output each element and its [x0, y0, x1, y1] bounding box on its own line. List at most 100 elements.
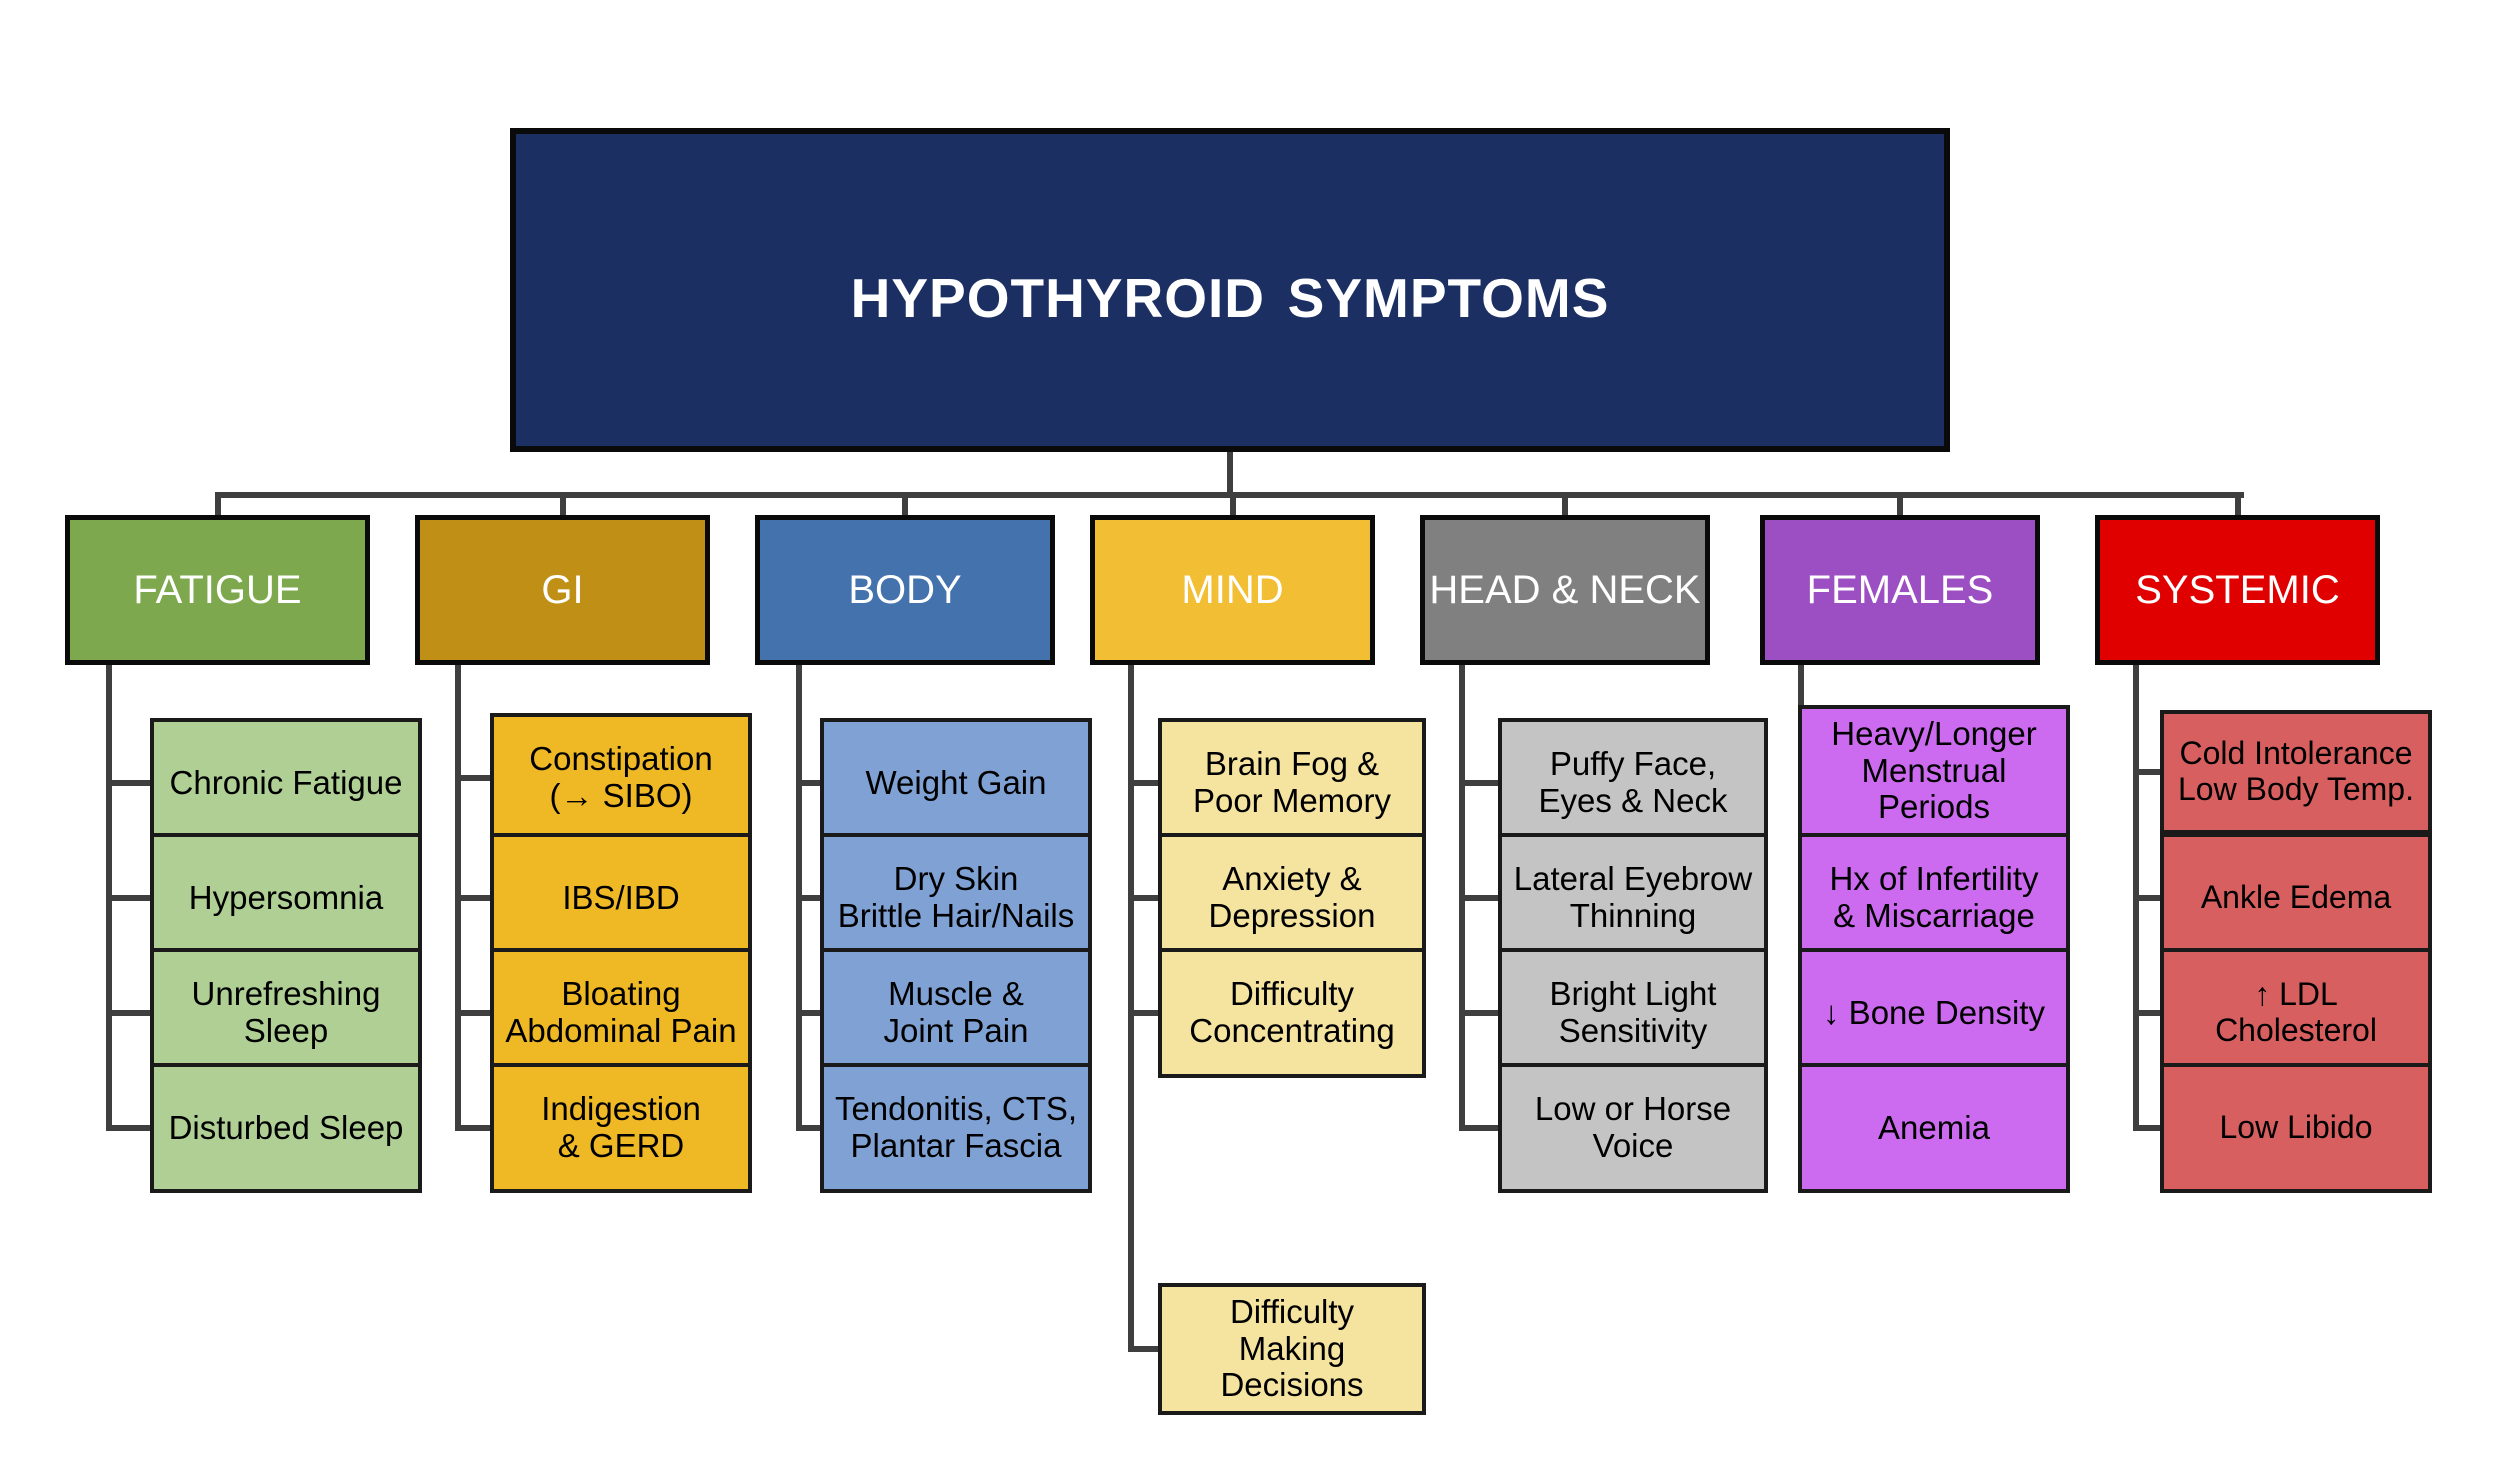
leaf-label: Muscle &Joint Pain [883, 975, 1029, 1049]
leaf-stub-gi-1 [455, 895, 490, 901]
leaf-body-3[interactable]: Muscle &Joint Pain [820, 948, 1092, 1078]
leaf-head-neck-1[interactable]: Puffy Face,Eyes & Neck [1498, 718, 1768, 848]
category-header-head-neck[interactable]: HEAD & NECK [1420, 515, 1710, 665]
category-header-label: HEAD & NECK [1429, 568, 1701, 612]
leaf-body-4[interactable]: Tendonitis, CTS,Plantar Fascia [820, 1063, 1092, 1193]
category-header-label: GI [541, 568, 584, 612]
header-drop-systemic [2235, 492, 2241, 515]
leaf-label: Weight Gain [865, 763, 1047, 801]
category-header-females[interactable]: FEMALES [1760, 515, 2040, 665]
category-header-mind[interactable]: MIND [1090, 515, 1375, 665]
leaf-stub-mind-2 [1128, 1010, 1158, 1016]
header-drop-head-neck [1562, 492, 1568, 515]
category-header-label: MIND [1181, 568, 1284, 612]
leaf-stub-fatigue-0 [106, 780, 150, 786]
leaf-stub-body-0 [796, 780, 820, 786]
leaf-stub-body-2 [796, 1010, 820, 1016]
leaf-label: Low Libido [2219, 1109, 2373, 1146]
header-drop-gi [560, 492, 566, 515]
leaf-gi-4[interactable]: Indigestion& GERD [490, 1063, 752, 1193]
leaf-stub-gi-0 [455, 775, 490, 781]
leaf-stub-head-neck-2 [1459, 1010, 1498, 1016]
leaf-stub-head-neck-1 [1459, 895, 1498, 901]
leaf-label: Anemia [1878, 1108, 1990, 1146]
leaf-stub-head-neck-0 [1459, 780, 1498, 786]
category-header-gi[interactable]: GI [415, 515, 710, 665]
category-header-label: FATIGUE [133, 568, 302, 612]
leaf-systemic-4[interactable]: Low Libido [2160, 1063, 2432, 1193]
leaf-fatigue-1[interactable]: Chronic Fatigue [150, 718, 422, 848]
leaf-stub-gi-3 [455, 1125, 490, 1131]
leaf-stub-mind-1 [1128, 895, 1158, 901]
leaf-stub-fatigue-3 [106, 1125, 150, 1131]
leaf-stub-systemic-1 [2133, 895, 2160, 901]
leaf-label: Ankle Edema [2200, 879, 2392, 916]
leaf-females-4[interactable]: Anemia [1798, 1063, 2070, 1193]
leaf-stub-mind-0 [1128, 780, 1158, 786]
category-header-fatigue[interactable]: FATIGUE [65, 515, 370, 665]
leaf-stub-body-1 [796, 895, 820, 901]
leaf-stub-fatigue-1 [106, 895, 150, 901]
leaf-fatigue-4[interactable]: Disturbed Sleep [150, 1063, 422, 1193]
header-drop-fatigue [215, 492, 221, 515]
leaf-label: Chronic Fatigue [169, 763, 403, 801]
category-header-body[interactable]: BODY [755, 515, 1055, 665]
header-drop-mind [1230, 492, 1236, 515]
leaf-label: Hx of Infertility& Miscarriage [1829, 860, 2039, 934]
header-drop-body [902, 492, 908, 515]
leaf-females-2[interactable]: Hx of Infertility& Miscarriage [1798, 833, 2070, 963]
leaf-label: Anxiety &Depression [1208, 860, 1376, 934]
category-header-systemic[interactable]: SYSTEMIC [2095, 515, 2380, 665]
root-stem [1227, 452, 1233, 492]
leaf-label: Constipation(→ SIBO) [529, 740, 713, 814]
leaf-label: Puffy Face,Eyes & Neck [1538, 745, 1728, 819]
leaf-gi-2[interactable]: IBS/IBD [490, 833, 752, 963]
leaf-fatigue-2[interactable]: Hypersomnia [150, 833, 422, 963]
leaf-stub-gi-2 [455, 1010, 490, 1016]
leaf-mind-2[interactable]: Anxiety &Depression [1158, 833, 1426, 963]
leaf-label: Tendonitis, CTS,Plantar Fascia [834, 1090, 1078, 1164]
leaf-stub-body-3 [796, 1125, 820, 1131]
category-header-label: SYSTEMIC [2135, 568, 2340, 612]
leaf-stub-mind-3 [1128, 1346, 1158, 1352]
leaf-stub-systemic-3 [2133, 1125, 2160, 1131]
leaf-label: Hypersomnia [188, 878, 384, 916]
header-drop-females [1897, 492, 1903, 515]
leaf-label: Indigestion& GERD [541, 1090, 701, 1164]
leaf-stub-head-neck-3 [1459, 1125, 1498, 1131]
root-title: Hypothyroid Symptoms [850, 246, 1610, 334]
leaf-body-1[interactable]: Weight Gain [820, 718, 1092, 848]
category-header-label: BODY [848, 568, 962, 612]
leaf-females-3[interactable]: ↓ Bone Density [1798, 948, 2070, 1078]
leaf-label: IBS/IBD [562, 878, 680, 916]
leaf-label: ↓ Bone Density [1823, 993, 2045, 1031]
leaf-systemic-2[interactable]: Ankle Edema [2160, 833, 2432, 963]
leaf-gi-1[interactable]: Constipation(→ SIBO) [490, 713, 752, 843]
leaf-stub-fatigue-2 [106, 1010, 150, 1016]
category-header-label: FEMALES [1806, 568, 1994, 612]
leaf-mind-1[interactable]: Brain Fog &Poor Memory [1158, 718, 1426, 848]
leaf-stub-systemic-0 [2133, 769, 2160, 775]
leaf-label: Brain Fog &Poor Memory [1192, 745, 1392, 819]
